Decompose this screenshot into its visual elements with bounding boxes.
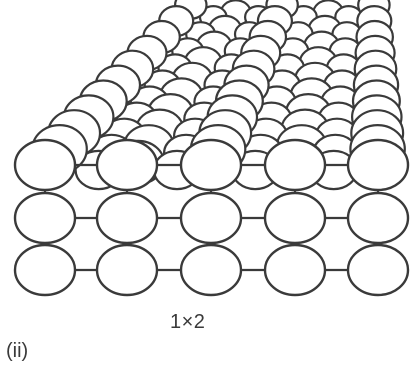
front-atom [346,243,410,297]
front-atom [179,243,243,297]
front-atom [179,191,243,245]
front-atom [263,138,327,192]
front-atom [263,243,327,297]
front-atom [95,191,159,245]
front-atom [13,138,77,192]
front-atom [263,191,327,245]
front-atom [346,191,410,245]
front-atom [95,243,159,297]
front-atom [346,138,410,192]
front-atom [13,191,77,245]
reconstruction-caption: 1×2 [170,311,206,333]
front-atom [95,138,159,192]
panel-label: (ii) [6,340,29,362]
front-atom [179,138,243,192]
front-atom [13,243,77,297]
